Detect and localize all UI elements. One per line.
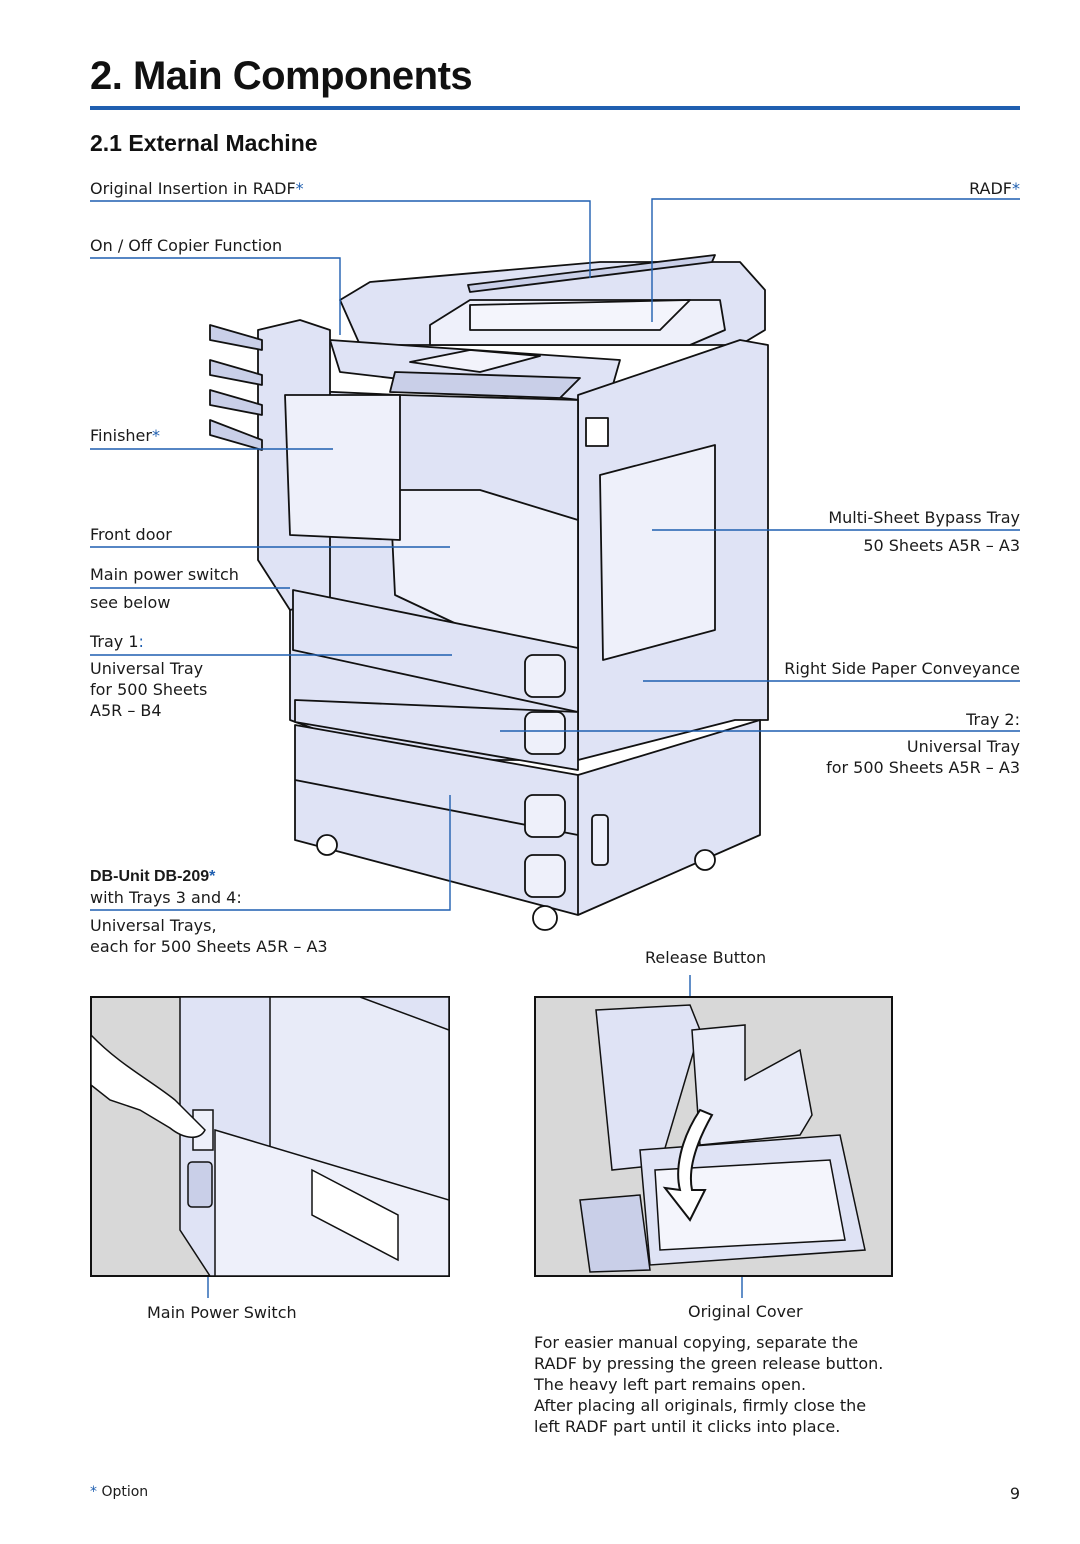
label-dbunit-line2: Universal Trays, — [90, 916, 217, 935]
footnote-asterisk: * — [90, 1484, 97, 1500]
label-tray2-line1: Universal Tray — [906, 737, 1020, 756]
label-original-cover: Original Cover — [688, 1302, 803, 1321]
label-release-button: Release Button — [645, 948, 767, 967]
description-line: The heavy left part remains open. — [534, 1375, 807, 1394]
label-tray2-line2: for 500 Sheets A5R – A3 — [826, 758, 1020, 777]
label-tray1-colon: : — [138, 632, 144, 651]
label-bypass-line2: 50 Sheets A5R – A3 — [863, 536, 1020, 555]
label-bypass-line1: Multi-Sheet Bypass Tray — [828, 508, 1020, 527]
description-line: After placing all originals, firmly clos… — [534, 1396, 867, 1415]
label-dbunit-line3: each for 500 Sheets A5R – A3 — [90, 937, 328, 956]
label-original-insertion: Original Insertion in RADF* — [90, 178, 304, 199]
label-radf-text: RADF — [969, 179, 1012, 198]
label-front-door: Front door — [90, 525, 172, 544]
title-rule — [90, 106, 1020, 110]
page-title: 2. Main Components — [90, 54, 473, 98]
label-tray1-line3: A5R – B4 — [90, 701, 162, 720]
option-asterisk: * — [151, 426, 160, 445]
label-tray1-text: Tray 1 — [90, 632, 139, 651]
label-on-off: On / Off Copier Function — [90, 236, 283, 255]
label-main-power-switch-caption: Main Power Switch — [147, 1303, 297, 1322]
label-main-power-switch: Main power switch — [90, 565, 239, 584]
option-asterisk: * — [295, 179, 304, 198]
label-dbunit-line1: with Trays 3 and 4: — [90, 888, 242, 907]
label-radf: RADF* — [969, 178, 1020, 199]
label-tray1: Tray 1: — [90, 631, 144, 652]
label-dbunit: DB-Unit DB-209* — [90, 866, 215, 887]
label-tray1-line1: Universal Tray — [90, 659, 204, 678]
option-asterisk: * — [209, 868, 216, 885]
label-original-insertion-text: Original Insertion in RADF — [90, 179, 296, 198]
label-tray1-line2: for 500 Sheets — [90, 680, 208, 699]
label-right-side: Right Side Paper Conveyance — [784, 659, 1020, 678]
tray-2 — [294, 699, 579, 771]
label-finisher: Finisher* — [90, 425, 160, 446]
description-line: left RADF part until it clicks into plac… — [534, 1417, 841, 1436]
section-title: 2.1 External Machine — [90, 130, 318, 156]
label-dbunit-text: DB-Unit DB-209 — [90, 868, 210, 885]
label-see-below: see below — [90, 593, 171, 612]
footnote-label: Option — [101, 1484, 149, 1500]
label-finisher-text: Finisher — [90, 426, 152, 445]
inset-radf-open — [534, 996, 893, 1277]
description-paragraph: For easier manual copying, separate the … — [534, 1332, 883, 1437]
description-line: For easier manual copying, separate the — [534, 1333, 859, 1352]
description-line: RADF by pressing the green release butto… — [534, 1354, 884, 1373]
option-asterisk: * — [1012, 179, 1020, 198]
label-tray2: Tray 2: — [966, 710, 1020, 729]
footnote-option: * Option — [90, 1484, 148, 1500]
copier-machine-illustration — [209, 254, 769, 931]
inset-main-power-switch — [90, 996, 450, 1277]
page-number: 9 — [1009, 1484, 1020, 1503]
